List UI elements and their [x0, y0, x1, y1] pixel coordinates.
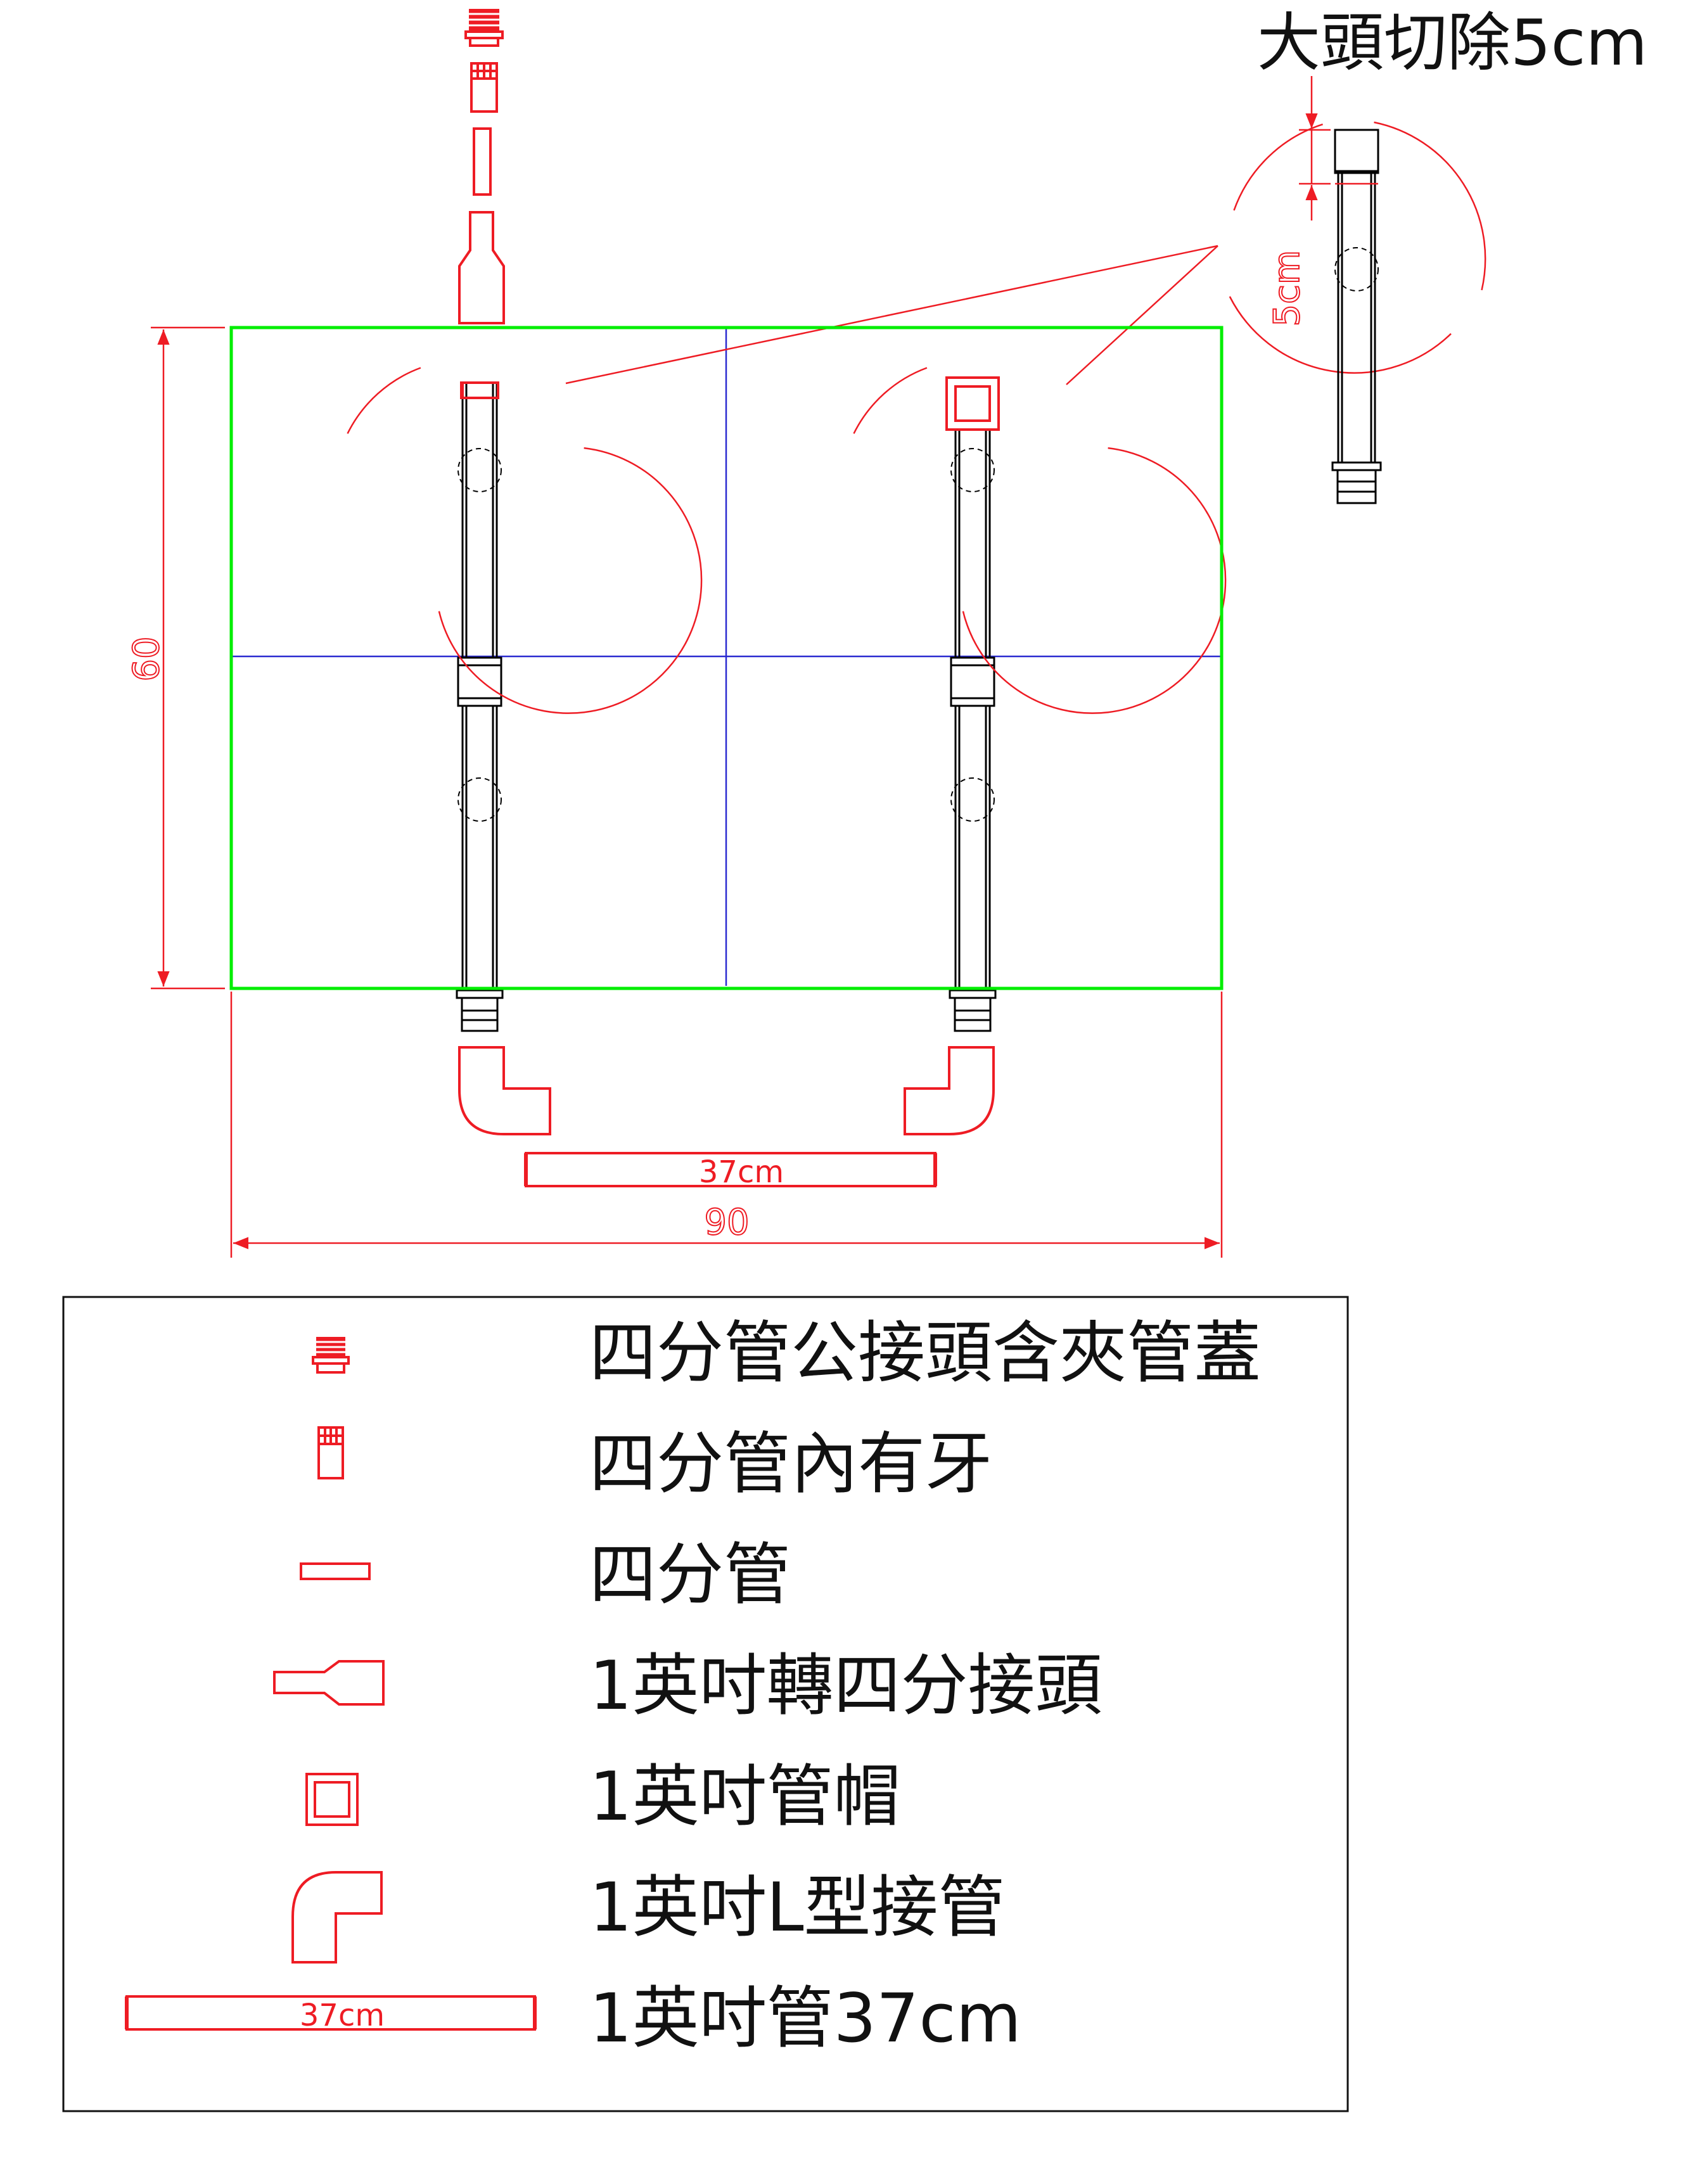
l-elbow-icon [291, 1871, 383, 1964]
legend-label-2: 四分管內有牙 [589, 1425, 992, 1503]
legend-label-1: 四分管公接頭含夾管蓋 [589, 1314, 1261, 1392]
reducer-adapter-icon [458, 211, 505, 324]
legend-label-6: 1英吋L型接管 [589, 1868, 1006, 1946]
width-dimension [230, 992, 1223, 1258]
legend-label-5: 1英吋管帽 [589, 1758, 900, 1836]
legend-item-6: 1英吋L型接管 [291, 1868, 1006, 1964]
quarter-inch-pipe-icon [300, 1562, 371, 1580]
legend-pipe-icon-label: 37cm [300, 1998, 385, 2033]
title-note: 大頭切除5cm [1257, 6, 1647, 80]
pipe-cap-icon [305, 1773, 359, 1826]
height-dimension-label: 60 [126, 636, 167, 681]
legend-label-7: 1英吋管37cm [589, 1979, 1021, 2057]
callout-left [347, 367, 703, 714]
quarter-inch-pipe-icon [473, 127, 492, 196]
legend-item-5: 1英吋管帽 [305, 1758, 900, 1836]
legend-label-3: 四分管 [589, 1536, 791, 1614]
height-dimension [151, 326, 225, 990]
legend-item-3: 四分管 [300, 1536, 791, 1614]
callout-leaders [565, 245, 1218, 385]
male-connector-clamp-cap-icon [464, 9, 504, 47]
connecting-pipe-label: 37cm [699, 1154, 784, 1190]
connecting-pipe-37cm: 37cm [524, 1152, 937, 1190]
width-dimension-label: 90 [704, 1202, 749, 1243]
right-pipe-cap [945, 376, 1000, 431]
legend-item-4: 1英吋轉四分接頭 [273, 1647, 1102, 1725]
pipe-37cm-icon: 37cm [125, 1995, 537, 2033]
left-pipe-assembly [456, 381, 504, 1032]
callout-right [853, 367, 1227, 714]
legend-item-1: 四分管公接頭含夾管蓋 [312, 1314, 1261, 1392]
left-l-elbow [458, 1046, 551, 1135]
reducer-adapter-icon [273, 1660, 385, 1706]
legend-label-4: 1英吋轉四分接頭 [589, 1647, 1102, 1725]
right-pipe-assembly [945, 376, 1000, 1032]
frame-rectangle [229, 326, 1224, 990]
legend-box: 四分管公接頭含夾管蓋 四分管內有牙 四分管 1英吋轉四分接頭 [62, 1296, 1349, 2112]
detail-dimension-label: 5cm [1267, 250, 1308, 327]
detail-view: 5cm [1229, 76, 1486, 504]
male-connector-clamp-cap-icon [312, 1337, 350, 1374]
internal-thread-fitting-icon [470, 62, 498, 113]
internal-thread-fitting-icon [317, 1426, 344, 1479]
legend-item-7: 37cm 1英吋管37cm [125, 1979, 1021, 2057]
top-exploded-stack [458, 9, 505, 324]
right-l-elbow [904, 1046, 995, 1135]
legend-item-2: 四分管內有牙 [317, 1425, 992, 1503]
